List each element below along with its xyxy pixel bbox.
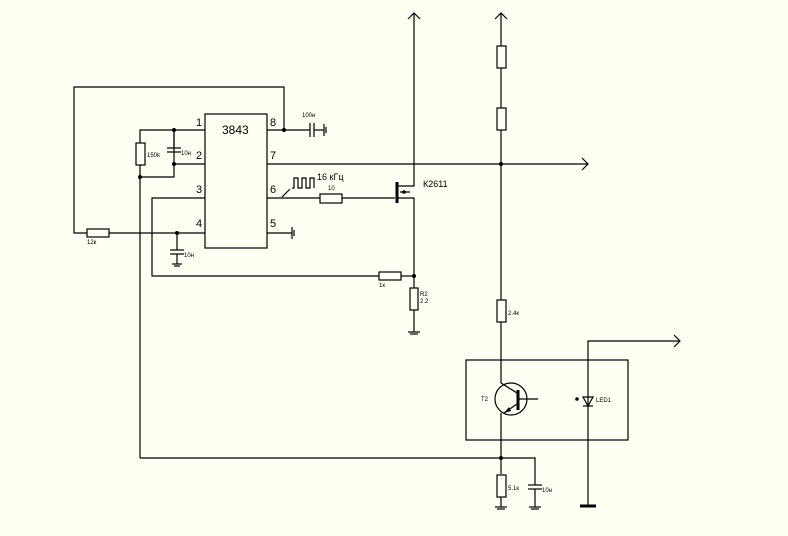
square-wave-icon — [292, 177, 315, 189]
bottom-return-wire — [140, 457, 536, 485]
resistor-top-1 — [496, 45, 507, 69]
pin-1-label: 1 — [196, 117, 202, 129]
pin-2-label: 2 — [196, 150, 202, 162]
cap-bottom-label: 10н — [542, 488, 552, 494]
pin-6-label: 6 — [270, 184, 276, 196]
junction — [282, 128, 286, 132]
cap-pin4-label: 10н — [184, 253, 194, 259]
junction — [172, 162, 176, 166]
ic-3843-body — [204, 113, 268, 249]
transistor-label: T2 — [481, 397, 489, 403]
resistor-r2-name: R2 — [420, 292, 428, 298]
resistor-gate-label: 10 — [328, 186, 335, 192]
pin1-wire — [139, 129, 205, 143]
pin-5-label: 5 — [270, 218, 276, 230]
mosfet-arrow — [402, 190, 406, 194]
ic-label: 3843 — [222, 123, 249, 137]
led-icon — [581, 396, 595, 408]
source-wire — [398, 197, 415, 288]
resistor-5-1k-label: 5.1к — [508, 486, 519, 492]
resistor-12k-label: 12к — [87, 240, 97, 246]
led-wire — [587, 340, 680, 505]
emitter-arrow — [504, 407, 511, 413]
resistor-r2 — [409, 287, 419, 311]
optocoupler-box — [465, 359, 629, 441]
collector — [500, 382, 518, 394]
resistor-12k — [86, 228, 110, 238]
junction — [499, 162, 503, 166]
pin-3-label: 3 — [196, 184, 202, 196]
resistor-r2-value: 2.2 — [420, 299, 429, 305]
signal-freq-label: 16 кГц — [317, 172, 343, 182]
resistor-2-4k-label: 2.4к — [508, 311, 519, 317]
mosfet-label: К2611 — [423, 179, 448, 189]
led-label: LED1 — [596, 398, 612, 404]
signal-pointer — [281, 188, 291, 198]
pin-8-label: 8 — [270, 117, 276, 129]
drain-wire — [398, 14, 415, 187]
resistor-top-2 — [496, 107, 507, 131]
resistor-2-4k — [496, 299, 507, 323]
cap-timing-label: 10н — [181, 151, 191, 157]
arrow-up-icon — [407, 12, 421, 20]
light-emit-icon — [575, 397, 579, 401]
pin-4-label: 4 — [196, 218, 202, 230]
pin-7-label: 7 — [270, 150, 276, 162]
junction — [499, 456, 503, 460]
feedback-wire — [73, 86, 285, 234]
resistor-5-1k — [496, 474, 507, 498]
resistor-150k-label: 150k — [147, 153, 161, 159]
resistor-gate — [319, 193, 343, 204]
resistor-150k — [135, 142, 146, 166]
arrow-right-icon — [673, 334, 681, 348]
cap-vcc-label: 100н — [302, 113, 315, 119]
arrow-right-icon — [581, 157, 589, 171]
pin3-wire — [151, 197, 379, 277]
resistor-1k-label: 1к — [379, 283, 385, 289]
arrow-up-icon — [494, 12, 508, 20]
resistor-1k — [378, 271, 402, 281]
